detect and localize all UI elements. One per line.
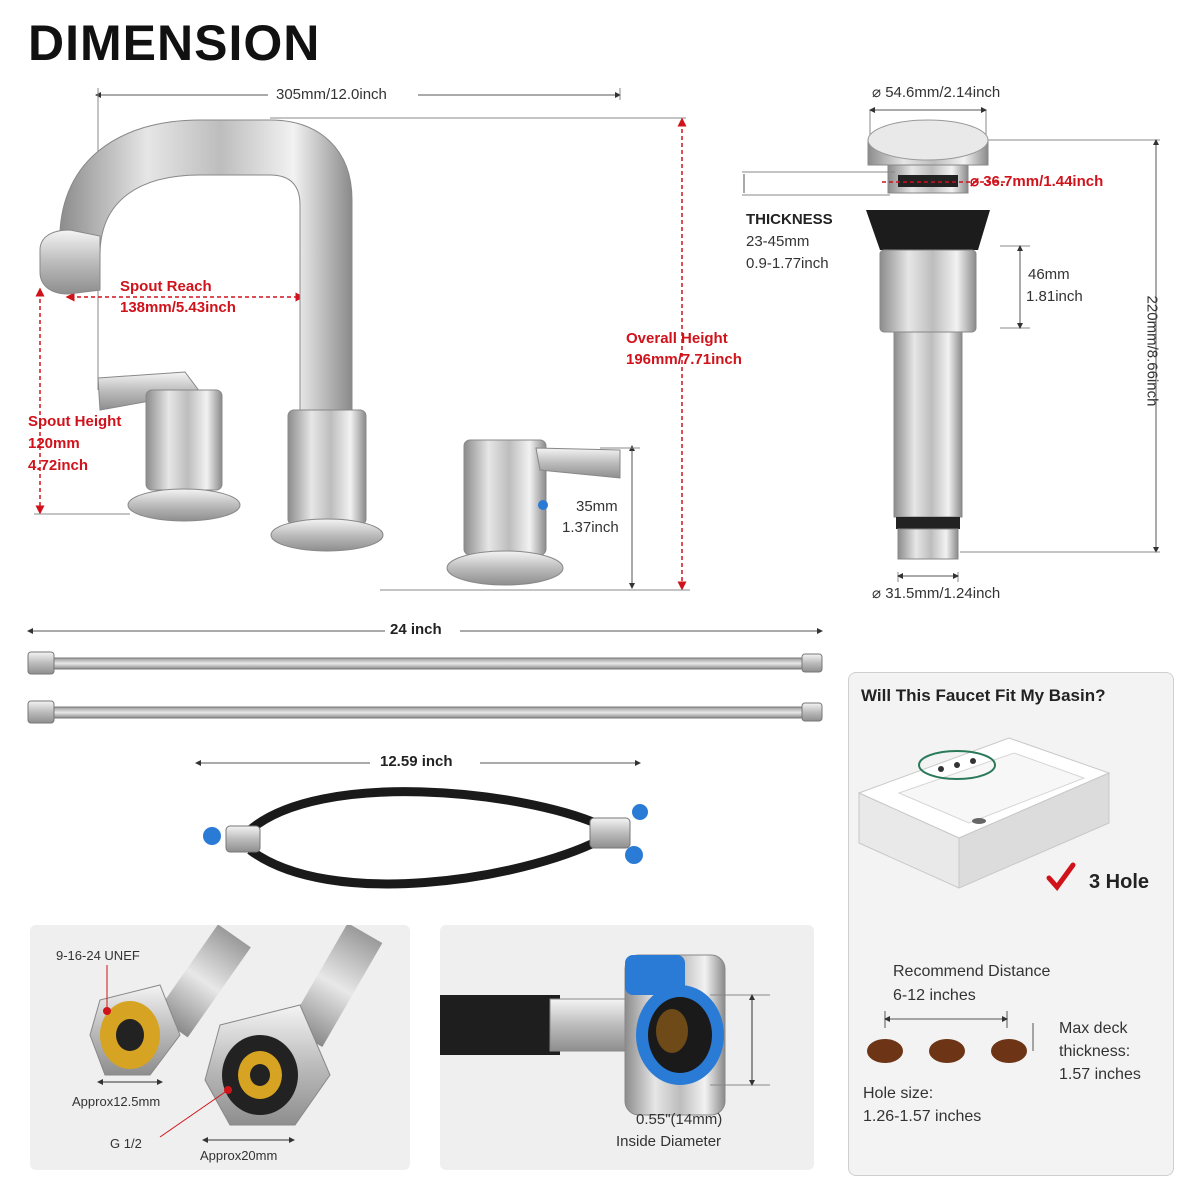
basin-illustration [857, 737, 1111, 1063]
hole-size-title: Hole size: [863, 1085, 934, 1102]
overall-height-value: 196mm/7.71inch [626, 351, 742, 368]
approx-large-label: Approx20mm [200, 1148, 278, 1163]
connector-hose-length: 12.59 inch [380, 753, 453, 770]
spout-reach-title: Spout Reach [120, 278, 212, 295]
max-deck-line2: thickness: [1059, 1043, 1131, 1060]
spout-height-mm: 120mm [28, 435, 80, 452]
handle-height-mm: 35mm [576, 498, 618, 515]
basin-fit-question: Will This Faucet Fit My Basin? [861, 686, 1106, 705]
approx-small-label: Approx12.5mm [72, 1094, 161, 1109]
connector-detail-panel: 0.55"(14mm) Inside Diameter [440, 925, 814, 1170]
max-deck-line3: 1.57 inches [1059, 1066, 1141, 1083]
hole-count-label: 3 Hole [1089, 871, 1150, 893]
spout-height-inch: 4.72inch [28, 457, 89, 474]
drain-inner-diameter: ⌀ 36.7mm/1.44inch [970, 173, 1104, 190]
thickness-mm: 23-45mm [746, 233, 810, 250]
thread-spec: 9-16-24 UNEF [56, 948, 140, 963]
faucet-width-label: 305mm/12.0inch [276, 86, 387, 103]
drain-top-diameter: ⌀ 54.6mm/2.14inch [872, 84, 1001, 101]
recommend-distance-title: Recommend Distance [893, 963, 1051, 980]
handle-height-inch: 1.37inch [562, 519, 619, 536]
inside-diameter-label: Inside Diameter [616, 1133, 722, 1150]
fitting-detail-panel: 9-16-24 UNEF Approx12.5mm G 1/2 Approx20… [30, 925, 410, 1170]
overall-height-title: Overall Height [626, 330, 728, 347]
spout-height-title: Spout Height [28, 413, 122, 430]
page-title: DIMENSION [28, 15, 321, 71]
inside-diameter-value: 0.55"(14mm) [636, 1111, 723, 1128]
connector-illustration [440, 954, 770, 1116]
thickness-inch: 0.9-1.77inch [746, 255, 829, 272]
drain-bottom-diameter: ⌀ 31.5mm/1.24inch [872, 585, 1001, 602]
basin-fit-panel: Will This Faucet Fit My Basin? 3 Hole Re… [848, 672, 1174, 1176]
thread-size-label: G 1/2 [110, 1136, 142, 1151]
spout-reach-value: 138mm/5.43inch [120, 299, 236, 316]
max-deck-line1: Max deck [1059, 1020, 1128, 1037]
drain-height: 220mm/8.66inch [1143, 295, 1161, 407]
drain-section-mm: 46mm [1028, 266, 1070, 283]
fitting-illustration [89, 925, 383, 1143]
hole-size-value: 1.26-1.57 inches [863, 1108, 982, 1125]
drain-section-inch: 1.81inch [1026, 288, 1083, 305]
supply-hose-length: 24 inch [390, 621, 442, 638]
thickness-title: THICKNESS [746, 211, 833, 228]
recommend-distance-value: 6-12 inches [893, 987, 976, 1004]
